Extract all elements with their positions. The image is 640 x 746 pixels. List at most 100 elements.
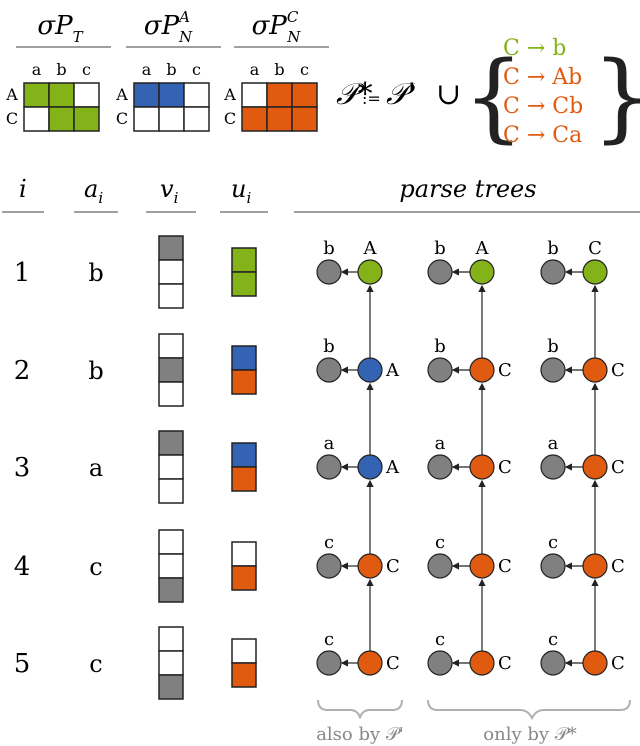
u-vector-cell (231, 466, 257, 492)
tree-leaf-label: a (324, 433, 335, 454)
tree-leaf-label: c (324, 629, 334, 650)
tree-leaf-node (540, 454, 566, 480)
v-vector-cell (158, 259, 184, 285)
footer-brace-right (427, 699, 631, 721)
row-symbol: a (89, 454, 103, 482)
tree-leaf-node (540, 259, 566, 285)
matrix-row-label: A (5, 85, 18, 104)
matrix-cell (48, 82, 75, 108)
row-symbol: c (89, 553, 102, 581)
tree-leaf-node (427, 259, 453, 285)
grammar-brace-right: } (592, 41, 640, 153)
matrix-row-label: A (223, 85, 236, 104)
table-headers: i ai vi ui parse trees (2, 175, 640, 213)
header-u: ui (231, 175, 251, 207)
tree-nonterminal-label: C (386, 556, 400, 577)
tree-nonterminal-label: A (385, 457, 400, 478)
tree-nonterminal-node (357, 454, 383, 480)
matrix-col-label: b (274, 60, 284, 79)
row-index: 3 (14, 453, 31, 483)
u-vector-cell (231, 369, 257, 395)
row-index: 2 (14, 356, 31, 386)
matrix-cell (133, 82, 160, 108)
matrix-col-label: c (82, 60, 91, 79)
v-vector-cell (158, 553, 184, 579)
tree-nonterminal-label: A (363, 238, 378, 259)
row-symbol: b (88, 259, 103, 287)
v-vector-cell (158, 478, 184, 504)
matrix-row-label: C (224, 109, 236, 128)
grammar-union: ∪ (436, 77, 461, 112)
matrix-cell (23, 82, 50, 108)
tree-leaf-label: b (434, 238, 446, 259)
tree-leaf-node (316, 553, 342, 579)
tree-leaf-label: b (323, 238, 335, 259)
u-vector-cell (231, 247, 257, 273)
row-index: 4 (14, 552, 31, 582)
tree-leaf-node (427, 650, 453, 676)
v-vector-cell (158, 626, 184, 652)
header-a: ai (84, 175, 103, 207)
tree-nonterminal-label: A (475, 238, 490, 259)
matrix-col-label: a (142, 60, 152, 79)
tree-nonterminal-label: C (611, 556, 625, 577)
tree-leaf-label: a (548, 433, 559, 454)
tree-leaf-label: b (547, 336, 559, 357)
grammar-rule: C → Ab (503, 65, 582, 90)
row-symbol: c (89, 650, 102, 678)
tree-nonterminal-label: C (498, 457, 512, 478)
v-vector-cell (158, 430, 184, 456)
tree-nonterminal-node (582, 454, 608, 480)
tree-leaf-node (316, 650, 342, 676)
tree-nonterminal-node (582, 259, 608, 285)
grammar-lhs: 𝒫* (336, 77, 373, 112)
u-vector-cell (231, 662, 257, 688)
grammar-rule: C → b (503, 36, 566, 61)
tree-nonterminal-node (469, 357, 495, 383)
matrix-cell (266, 82, 293, 108)
row-index: 1 (14, 258, 31, 288)
tree-leaf-label: c (548, 629, 558, 650)
footer-right-label: only by 𝒫* (483, 724, 576, 745)
v-vector-cell (158, 454, 184, 480)
matrix-cell (158, 82, 185, 108)
tree-leaf-node (316, 454, 342, 480)
tree-leaf-label: a (435, 433, 446, 454)
tree-nonterminal-label: C (611, 360, 625, 381)
matrix-cell (291, 82, 318, 108)
tree-leaf-node (540, 650, 566, 676)
matrix-row-label: C (116, 109, 128, 128)
grammar-rule: C → Cb (503, 94, 583, 119)
v-vector-cell (158, 381, 184, 407)
tree-nonterminal-label: C (588, 238, 602, 259)
matrix-col-label: b (56, 60, 66, 79)
tree-nonterminal-node (357, 357, 383, 383)
matrix-cell (158, 106, 185, 132)
v-vector-cell (158, 577, 184, 603)
grammar-definition: 𝒫* := 𝒫' ∪ { } C → bC → AbC → CbC → Ca (336, 36, 640, 153)
v-vector-cell (158, 283, 184, 309)
tree-leaf-label: c (548, 532, 558, 553)
tree-leaf-node (316, 259, 342, 285)
tree-leaf-label: c (435, 629, 445, 650)
matrix-cell (266, 106, 293, 132)
tree-nonterminal-label: C (498, 653, 512, 674)
grammar-assign: := (362, 89, 381, 108)
matrix-col-label: a (250, 60, 260, 79)
header-i: i (19, 175, 27, 203)
tree-leaf-label: c (435, 532, 445, 553)
tree-leaf-label: b (323, 336, 335, 357)
footer-left-label: also by 𝒫' (316, 724, 404, 745)
footer-annotations: also by 𝒫' only by 𝒫* (316, 699, 631, 745)
tree-nonterminal-node (357, 553, 383, 579)
tree-nonterminal-node (582, 357, 608, 383)
